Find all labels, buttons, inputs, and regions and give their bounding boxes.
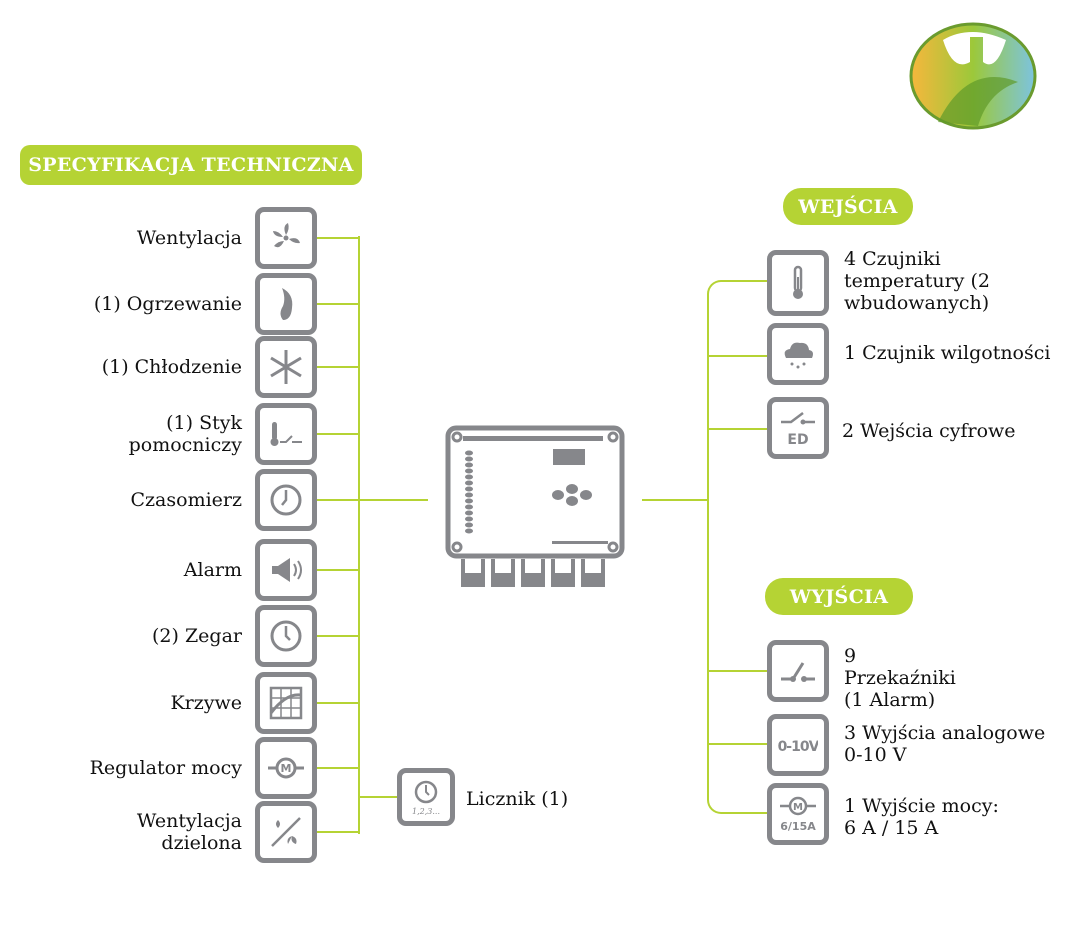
- input-label: 2 Wejścia cyfrowe: [842, 420, 1016, 442]
- svg-text:6/15A: 6/15A: [780, 820, 816, 833]
- svg-text:0-10V: 0-10V: [778, 739, 818, 755]
- feature-label: Wentylacja: [136, 227, 242, 249]
- digital-input-icon: ED: [767, 397, 829, 459]
- connector: [317, 635, 360, 637]
- input-label: 4 Czujniki temperatury (2 wbudowanych): [844, 248, 990, 314]
- feature-label: (1) Styk pomocniczy: [128, 412, 242, 456]
- flame-icon: [255, 273, 317, 335]
- feature-label: (1) Ogrzewanie: [93, 293, 242, 315]
- power-output-icon: M 6/15A: [767, 783, 829, 845]
- feature-label: Krzywe: [170, 692, 242, 714]
- relay-icon: [767, 640, 829, 702]
- svg-text:M: M: [793, 802, 803, 813]
- analog-output-icon: 0-10V: [767, 714, 829, 776]
- snowflake-icon: [255, 336, 317, 398]
- svg-text:1,2,3...: 1,2,3...: [412, 807, 440, 816]
- feature-label: Czasomierz: [130, 489, 243, 511]
- megaphone-icon: [255, 539, 317, 601]
- connector: [317, 366, 360, 368]
- connector: [708, 670, 768, 672]
- connector: [317, 499, 360, 501]
- clock-icon: [255, 605, 317, 667]
- feature-label: Alarm: [183, 559, 242, 581]
- output-label: 3 Wyjścia analogowe 0-10 V: [844, 722, 1046, 766]
- split-fan-icon: [255, 801, 317, 863]
- connector: [317, 702, 360, 704]
- connector: [317, 433, 360, 435]
- device-right-connector: [642, 499, 708, 501]
- connector: [317, 237, 360, 239]
- controller-device: [445, 425, 625, 594]
- fan-icon: [255, 207, 317, 269]
- motor-icon: M: [255, 737, 317, 799]
- feature-label: Wentylacja dzielona: [136, 810, 242, 854]
- svg-text:M: M: [281, 762, 292, 775]
- counter-label: Licznik (1): [466, 788, 569, 810]
- thermometer-icon: [767, 250, 829, 316]
- section-title: SPECYFIKACJA TECHNICZNA: [20, 145, 362, 185]
- connector: [708, 743, 768, 745]
- feature-label: Regulator mocy: [89, 757, 242, 779]
- feature-label: (2) Zegar: [152, 625, 242, 647]
- left-bus-line: [358, 236, 360, 834]
- connector: [317, 767, 360, 769]
- connector: [708, 428, 768, 430]
- right-bus-line: [707, 280, 769, 814]
- curves-icon: [255, 672, 317, 734]
- connector: [708, 355, 768, 357]
- connector: [317, 569, 360, 571]
- input-label: 1 Czujnik wilgotności: [844, 342, 1051, 364]
- svg-text:ED: ED: [787, 432, 808, 448]
- feature-label: (1) Chłodzenie: [101, 356, 242, 378]
- connector: [317, 303, 360, 305]
- output-label: 1 Wyjście mocy: 6 A / 15 A: [844, 795, 999, 839]
- counter-connector: [360, 796, 397, 798]
- humidity-cloud-icon: [767, 323, 829, 385]
- timer-icon: [255, 469, 317, 531]
- inputs-heading: WEJŚCIA: [783, 188, 913, 225]
- device-left-connector: [360, 499, 428, 501]
- output-label: 9 Przekaźniki (1 Alarm): [844, 645, 956, 711]
- counter-icon: 1,2,3...: [397, 768, 455, 826]
- connector: [317, 831, 360, 833]
- outputs-heading: WYJŚCIA: [765, 578, 913, 615]
- logo: [908, 22, 1038, 130]
- thermo-contact-icon: [255, 403, 317, 465]
